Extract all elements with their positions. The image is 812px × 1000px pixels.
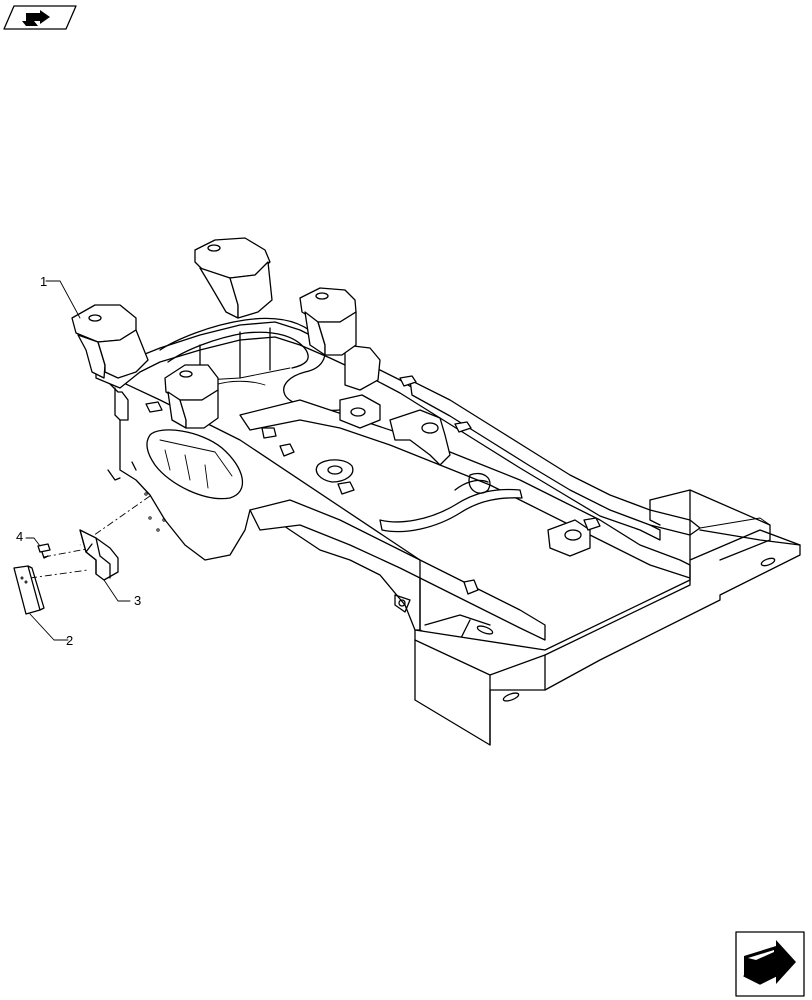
part-4-screw (37, 543, 51, 559)
leader-lines (25, 280, 131, 641)
callout-4: 4 (16, 529, 23, 544)
next-page-arrow-icon[interactable] (735, 931, 805, 997)
mount-bracket (71, 304, 149, 379)
part-2-plate (13, 565, 45, 615)
frame-assembly (71, 237, 801, 746)
mount-bracket (299, 287, 357, 356)
callout-3: 3 (134, 593, 141, 608)
callout-2: 2 (66, 633, 73, 648)
mount-bracket (164, 364, 219, 429)
parts-navigation-icon[interactable] (3, 5, 77, 30)
mount-bracket (194, 237, 273, 319)
part-3-bracket (79, 529, 119, 581)
callout-1: 1 (40, 274, 47, 289)
